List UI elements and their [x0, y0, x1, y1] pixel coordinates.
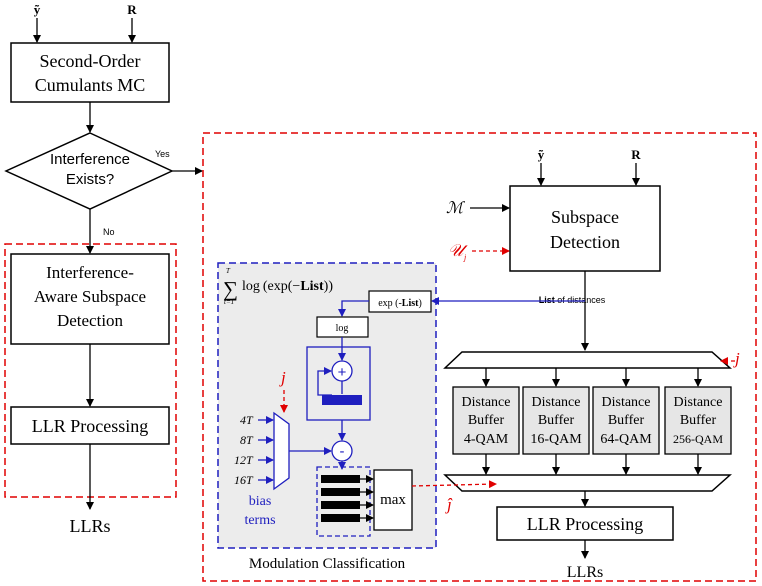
log-label: log: [336, 323, 349, 334]
buffer-16qam-line3: 16-QAM: [530, 432, 582, 447]
left-llr-label: LLR Processing: [32, 416, 149, 436]
register-2: [321, 488, 360, 496]
cumulants-line2: Cumulants MC: [35, 75, 146, 95]
accumulator-register: [322, 395, 362, 405]
interference-aware-box: [10, 253, 170, 345]
right-llrs-output: LLRs: [567, 564, 603, 581]
input-U: 𝒰: [448, 241, 468, 260]
input-M: ℳ: [446, 200, 466, 217]
ia-line2: Aware Subspace: [34, 287, 146, 306]
bias-12T: 12T: [234, 453, 254, 467]
buffer-64qam-line3: 64-QAM: [600, 432, 652, 447]
plus-sign: +: [338, 364, 347, 381]
subspace-detection-box: [509, 185, 661, 272]
sum-lower: t=1: [224, 298, 234, 306]
register-3: [321, 501, 360, 509]
distance-buffer-64qam: Distance Buffer 64-QAM: [592, 386, 660, 455]
buffer-64qam-line2: Buffer: [608, 413, 645, 428]
register-4: [321, 514, 360, 522]
buffer-4qam-line3: 4-QAM: [464, 432, 509, 447]
bias-caption-line2: terms: [244, 513, 275, 528]
accumulator-box: [306, 346, 371, 421]
right-llr-box: [496, 506, 674, 541]
buffer-16qam-line1: Distance: [532, 395, 581, 410]
max-label: max: [380, 492, 406, 508]
bias-4T: 4T: [240, 413, 254, 427]
list-bold: List: [539, 295, 555, 305]
left-flow: ỹ R Second-Order Cumulants MC Interferen…: [4, 2, 203, 536]
right-red-region: [202, 132, 757, 582]
input-y-tilde: ỹ: [34, 2, 41, 17]
left-llrs-output: LLRs: [69, 516, 110, 536]
buffer-256qam-line1: Distance: [674, 395, 723, 410]
arrow-jhat-to-mux: [411, 480, 497, 489]
exp-suffix: ): [418, 298, 421, 309]
sum-upper: T: [226, 267, 231, 275]
sum-symbol: ∑: [223, 277, 238, 301]
list-rest: of distances: [555, 295, 606, 305]
exp-prefix: exp (-: [378, 298, 402, 309]
input-R-right: R: [631, 147, 641, 162]
bias-caption-line1: bias: [249, 494, 272, 509]
feedback-loop: [317, 367, 332, 396]
j-demux-label: j: [733, 349, 740, 368]
buffer-4qam-line1: Distance: [462, 395, 511, 410]
formula-log: log: [242, 279, 260, 294]
buffer-mux: [443, 474, 732, 492]
arrow-exp-to-log: [338, 300, 369, 317]
minus-sign: -: [340, 443, 345, 460]
cumulants-line1: Second-Order: [40, 51, 141, 71]
exp-label: exp (-List): [378, 298, 422, 309]
register-bank: [316, 466, 371, 537]
right-flow: ỹ R ℳ 𝒰 j Subspace Detection List of dis…: [443, 147, 740, 581]
formula-list: List: [300, 279, 324, 294]
bias-mux: [273, 411, 290, 491]
no-label: No: [103, 227, 115, 237]
right-llr-label: LLR Processing: [527, 514, 644, 534]
bias-16T: 16T: [234, 473, 254, 487]
j-hat-label: ĵ: [445, 495, 453, 514]
decision-line1: Interference: [50, 151, 130, 168]
buffer-256qam-line3: 256-QAM: [673, 432, 723, 446]
subspace-line2: Detection: [550, 232, 620, 252]
buffer-256qam-line2: Buffer: [680, 413, 717, 428]
formula-close: )): [324, 279, 334, 294]
register-1: [321, 475, 360, 483]
subspace-line1: Subspace: [551, 207, 619, 227]
input-R: R: [127, 2, 137, 17]
distance-buffer-256qam: Distance Buffer 256-QAM: [664, 386, 732, 455]
j-bias-label: j: [279, 368, 286, 387]
modulation-classification: ∑ T t=1 log(exp(−List)) exp (-List) log …: [217, 262, 585, 572]
cumulants-box: [10, 42, 170, 103]
yes-label: Yes: [155, 149, 170, 159]
mc-caption: Modulation Classification: [249, 556, 406, 572]
ia-line3: Detection: [57, 311, 124, 330]
buffer-16qam-line2: Buffer: [538, 413, 575, 428]
distance-buffer-4qam: Distance Buffer 4-QAM: [452, 386, 520, 455]
input-U-subscript: j: [463, 253, 467, 262]
ia-line1: Interference-: [46, 263, 134, 282]
distance-buffer-16qam: Distance Buffer 16-QAM: [522, 386, 590, 455]
input-y-tilde-right: ỹ: [538, 147, 545, 162]
max-box: [373, 469, 413, 531]
buffer-demux: [443, 351, 732, 369]
formula: log(exp(−List)): [242, 279, 333, 294]
buffer-64qam-line1: Distance: [602, 395, 651, 410]
decision-line2: Exists?: [66, 171, 114, 188]
bias-8T: 8T: [240, 433, 254, 447]
exp-list: List: [402, 298, 419, 309]
list-of-distances-label: List of distances: [539, 295, 606, 305]
buffer-4qam-line2: Buffer: [468, 413, 505, 428]
formula-open: (exp(−: [263, 279, 301, 294]
